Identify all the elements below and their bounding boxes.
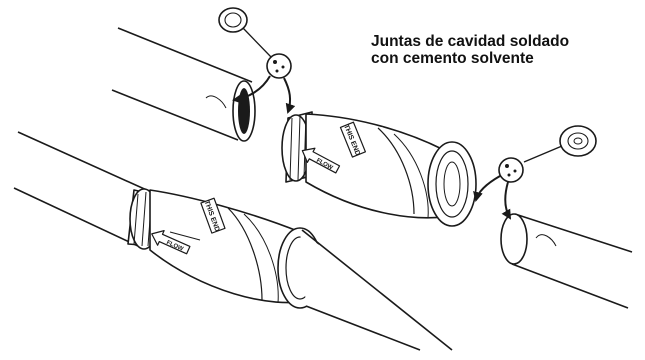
- assembled-check-valve: THIS END FLOW: [13, 131, 453, 351]
- application-arrows: [232, 75, 512, 220]
- caption: Juntas de cavidad soldado con cemento so…: [371, 33, 641, 67]
- disassembled-check-valve: THIS END FLOW: [281, 111, 477, 227]
- lower-right-pipe: [500, 213, 633, 310]
- application-arrow-icon: [501, 181, 512, 220]
- application-arrow-icon: [232, 75, 271, 104]
- assembled-left-pipe: [14, 132, 160, 246]
- application-arrow-icon: [283, 77, 296, 114]
- lower-right-pipe-end: [500, 213, 528, 265]
- application-arrow-icon: [473, 175, 501, 202]
- lower-solvent-dauber-icon: [498, 157, 524, 183]
- upper-applicator: [218, 7, 292, 79]
- assembled-flow-arrow-icon: [151, 230, 191, 255]
- upper-left-pipe: [111, 27, 256, 142]
- caption-line-2: con cemento solvente: [371, 50, 534, 67]
- upper-solvent-dauber-icon: [266, 53, 292, 79]
- lower-applicator: [498, 125, 597, 183]
- valve-flow-arrow-icon: [301, 147, 341, 174]
- caption-line-1: Juntas de cavidad soldado: [371, 33, 570, 50]
